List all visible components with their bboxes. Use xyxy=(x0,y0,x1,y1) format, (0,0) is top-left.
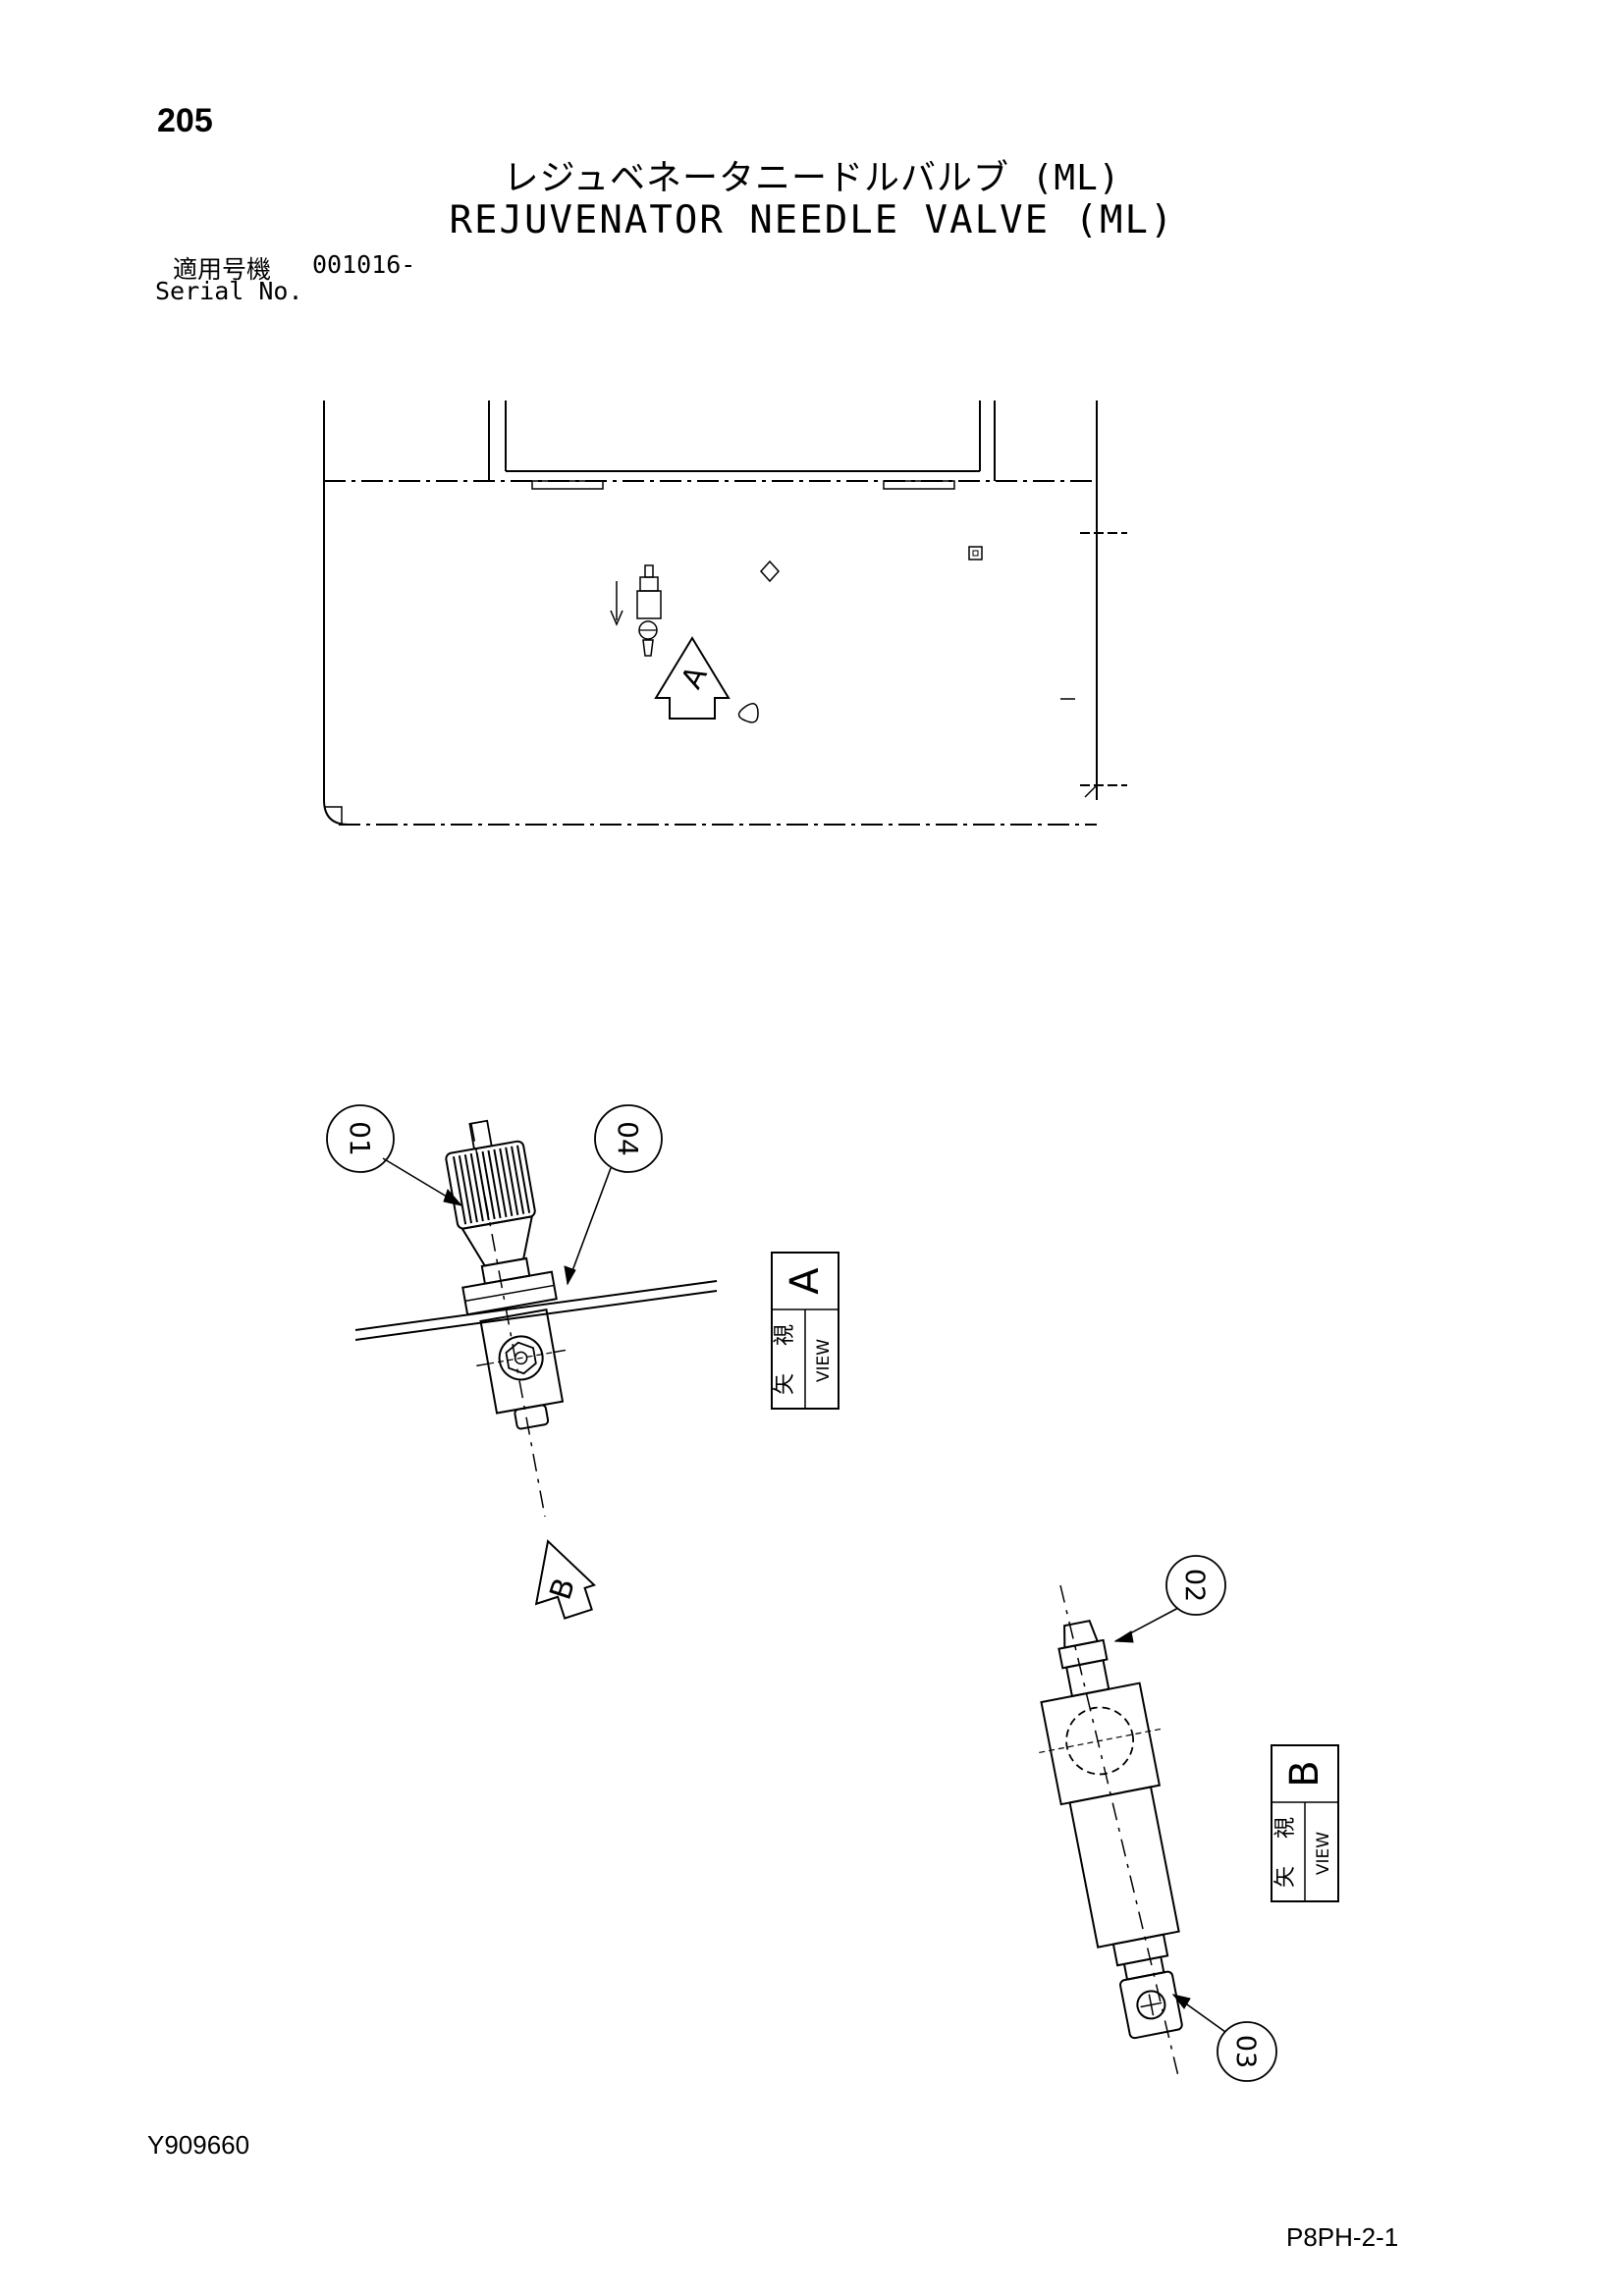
view-b-jp-1: 矢 xyxy=(1273,1866,1298,1888)
view-a-en: VIEW xyxy=(814,1339,834,1382)
serial-label-japanese: 適用号機 xyxy=(173,255,272,284)
sheet-code: P8PH-2-1 xyxy=(1286,2222,1399,2252)
callout-01: 01 xyxy=(344,1121,376,1156)
view-a-valve: 01 04 B xyxy=(326,1104,718,1620)
view-b-jp-2: 視 xyxy=(1273,1817,1298,1839)
callout-02: 02 xyxy=(1179,1569,1210,1602)
title-japanese: レジュベネータニードルバルブ (ML) xyxy=(503,158,1121,198)
view-b-label: B 矢 視 VIEW xyxy=(1271,1744,1339,1902)
view-b-valve: 02 03 xyxy=(1039,1555,1277,2082)
view-a-jp-1: 矢 xyxy=(773,1373,797,1395)
frame-overview: A xyxy=(323,400,1127,826)
title-english: REJUVENATOR NEEDLE VALVE (ML) xyxy=(449,198,1175,242)
view-a-jp-2: 視 xyxy=(773,1324,797,1346)
callout-04: 04 xyxy=(612,1121,644,1156)
callout-03: 03 xyxy=(1230,2035,1261,2068)
view-b-letter: B xyxy=(1282,1760,1327,1787)
document-code: Y909660 xyxy=(147,2130,250,2160)
view-a-label: A 矢 視 VIEW xyxy=(771,1252,839,1410)
page-number: 205 xyxy=(157,102,213,139)
view-b-en: VIEW xyxy=(1314,1832,1333,1875)
view-a-letter: A xyxy=(783,1267,828,1295)
serial-label-english: Serial No. xyxy=(155,277,303,305)
serial-value: 001016- xyxy=(312,250,416,279)
